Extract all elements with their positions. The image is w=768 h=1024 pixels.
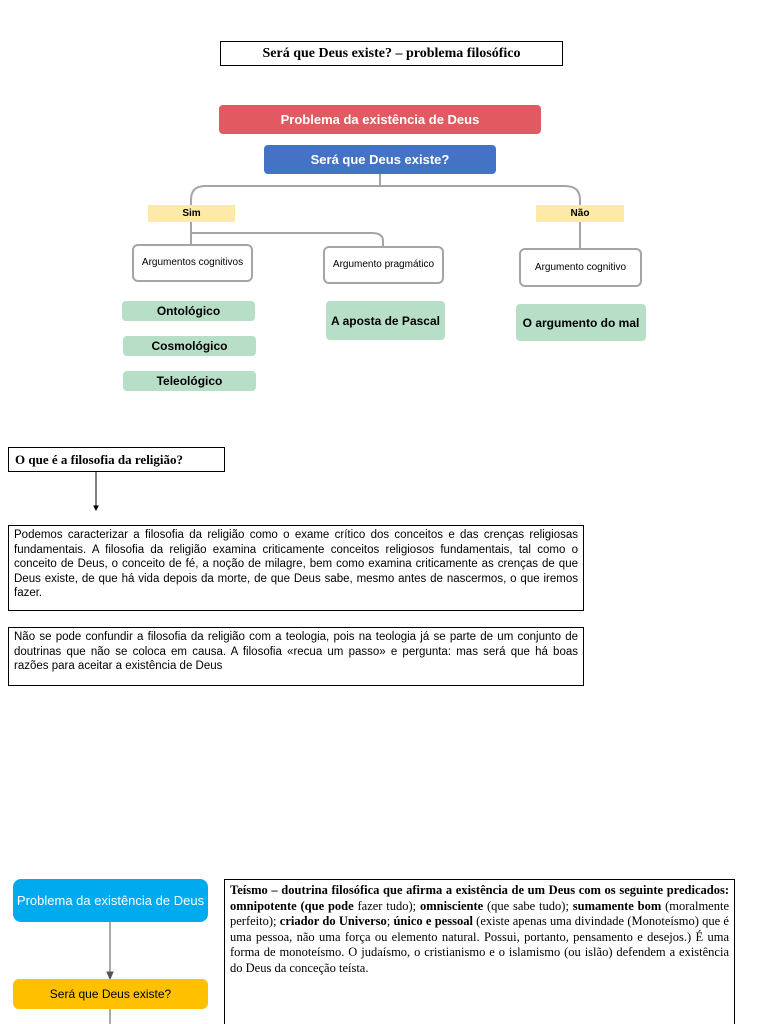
node-question: Será que Deus existe? [264,145,496,174]
node-pragmatic-argument: Argumento pragmático [323,246,444,284]
node-problem: Problema da existência de Deus [219,105,541,134]
node-no: Não [536,205,624,222]
section-question: O que é a filosofia da religião? [8,447,225,472]
node-cosmological: Cosmológico [123,336,256,356]
paragraph-theology: Não se pode confundir a filosofia da rel… [8,627,584,686]
node-pascal-wager: A aposta de Pascal [326,301,445,340]
document-title: Será que Deus existe? – problema filosóf… [220,41,563,66]
node-cognitive-arguments: Argumentos cognitivos [132,244,253,282]
node-cognitive-argument: Argumento cognitivo [519,248,642,287]
node-yes: Sim [148,205,235,222]
node-ontological: Ontológico [122,301,255,321]
node-argument-of-evil: O argumento do mal [516,304,646,341]
node-teleological: Teleológico [123,371,256,391]
paragraph-definition: Podemos caracterizar a filosofia da reli… [8,525,584,611]
bottom-node-problem: Problema da existência de Deus [13,879,208,922]
bottom-node-question: Será que Deus existe? [13,979,208,1009]
teismo-definition: Teísmo – doutrina filosófica que afirma … [224,879,735,1024]
